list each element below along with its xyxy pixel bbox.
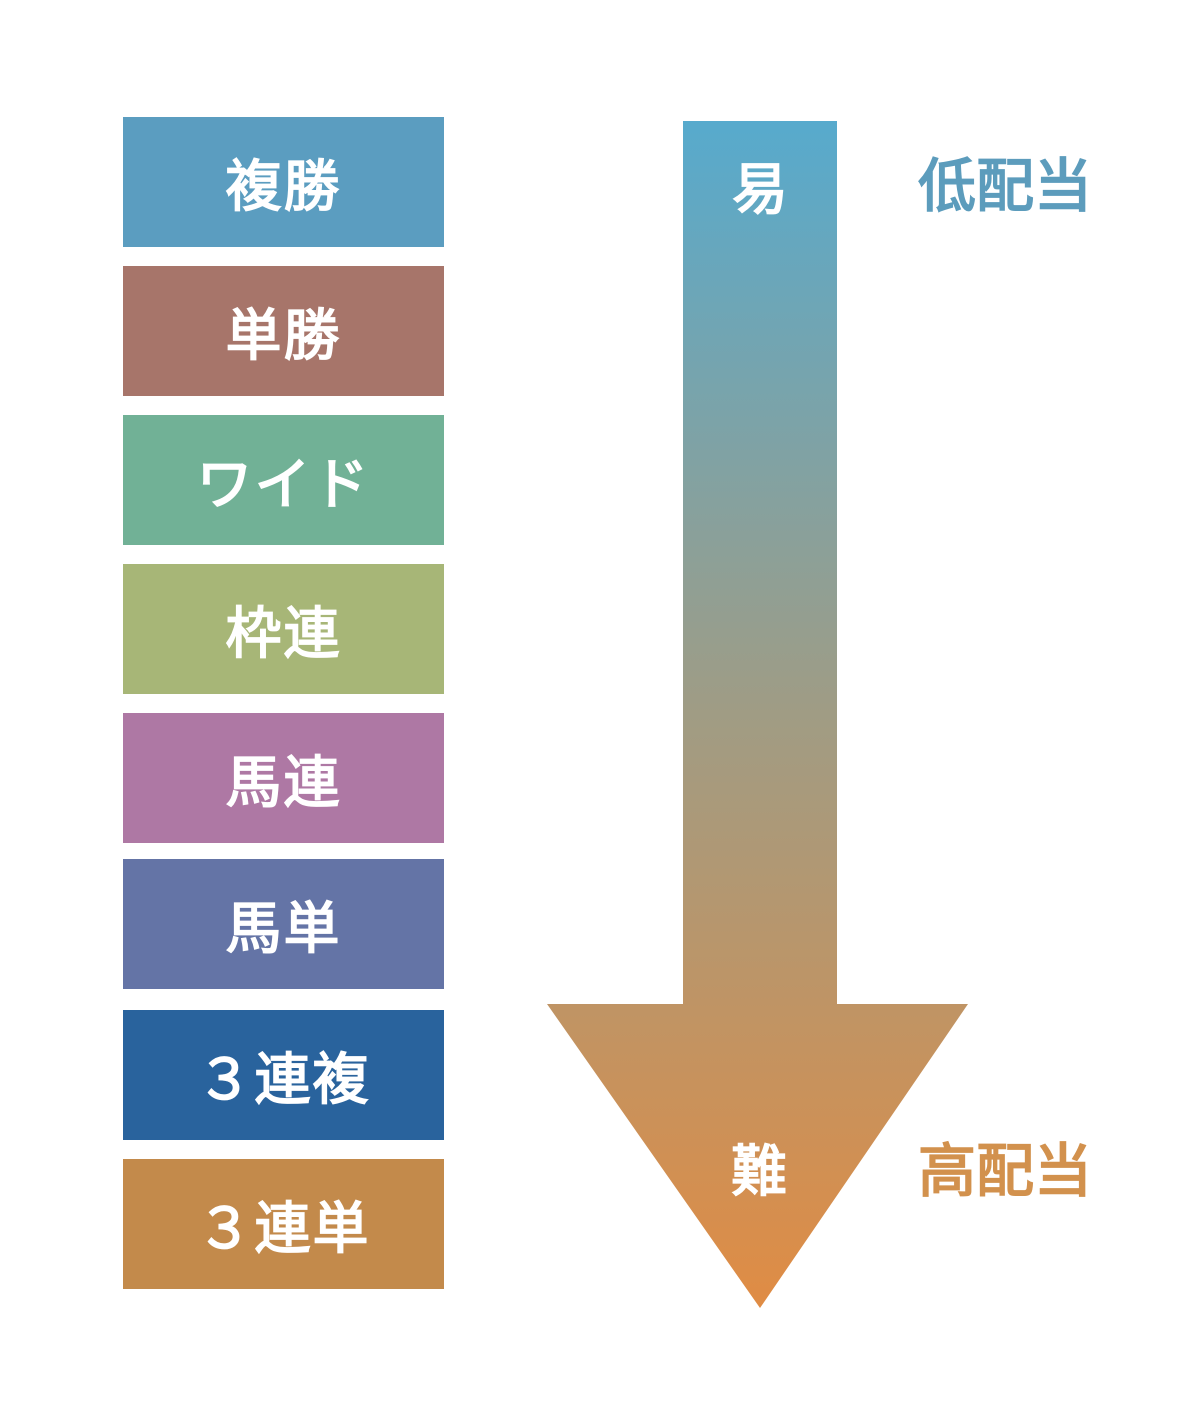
bet-box-label: ３連単 — [196, 1196, 371, 1262]
bet-box-label: 枠連 — [225, 601, 342, 667]
bet-box-label: ワイド — [196, 452, 371, 518]
bet-box-label: 馬単 — [225, 896, 342, 962]
bet-box-tansho: 単勝 — [123, 266, 444, 396]
bet-box-label: ３連複 — [196, 1047, 371, 1113]
bet-box-label: 馬連 — [225, 750, 342, 816]
bet-box-label: 単勝 — [225, 303, 342, 369]
bet-box-fukusho: 複勝 — [123, 117, 444, 247]
bet-box-label: 複勝 — [225, 154, 342, 220]
arrow-top-label: 易 — [732, 158, 788, 223]
high-payout-label: 高配当 — [918, 1137, 1093, 1205]
low-payout-label: 低配当 — [918, 152, 1093, 220]
arrow-bottom-label: 難 — [731, 1140, 787, 1205]
bet-box-sanrentan: ３連単 — [123, 1159, 444, 1289]
bet-box-wakuren: 枠連 — [123, 564, 444, 694]
bet-box-wide: ワイド — [123, 415, 444, 545]
bet-box-umatan: 馬単 — [123, 859, 444, 989]
arrow-shape — [547, 121, 968, 1308]
bet-box-sanrenpuku: ３連複 — [123, 1010, 444, 1140]
bet-box-umaren: 馬連 — [123, 713, 444, 843]
